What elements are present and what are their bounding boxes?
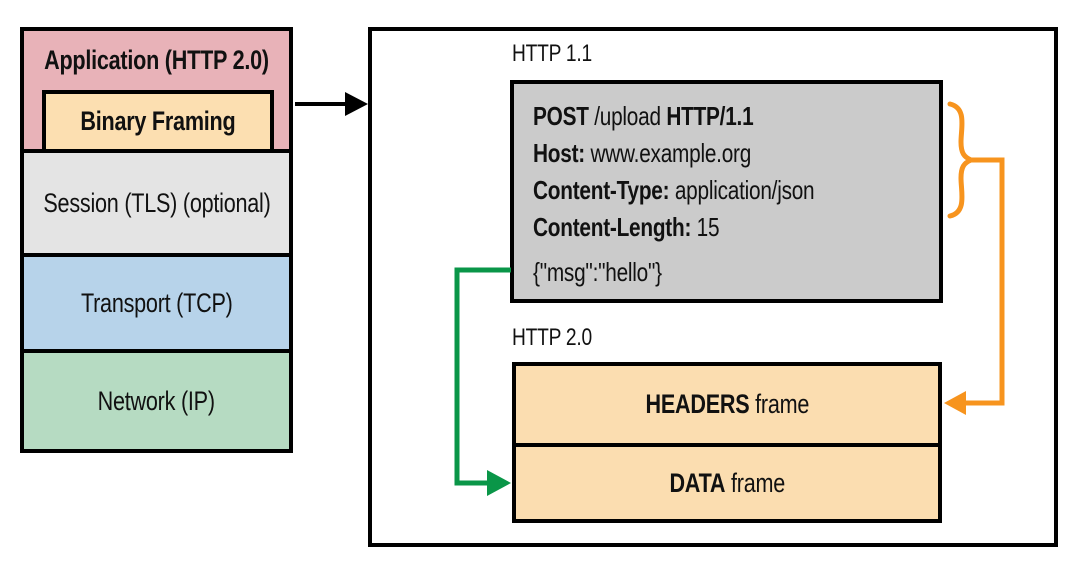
host-key: Host: [533,138,585,168]
binary-framing-label: Binary Framing [80,106,236,136]
host-value: www.example.org [584,138,752,168]
request-method: POST [533,101,589,131]
content-length-key: Content-Length: [533,212,692,242]
request-line-method: POST /upload HTTP/1.1 [533,98,939,135]
request-body: {"msg":"hello"} [533,254,939,291]
layer-transport-label: Transport (TCP) [80,287,233,318]
data-frame-label-bold: DATA [669,467,726,498]
layer-network: Network (IP) [20,349,293,453]
content-type-value: application/json [669,175,815,205]
request-line-host: Host: www.example.org [533,135,939,172]
layer-session: Session (TLS) (optional) [20,149,293,257]
http11-label: HTTP 1.1 [512,40,592,67]
layer-session-label: Session (TLS) (optional) [42,187,271,218]
layer-transport: Transport (TCP) [20,253,293,353]
binary-framing-box: Binary Framing [42,90,274,153]
request-box: POST /upload HTTP/1.1 Host: www.example.… [510,80,943,303]
layer-network-label: Network (IP) [97,385,216,416]
http11-label-wrap: HTTP 1.1 [512,40,612,68]
data-frame-label: DATA frame [669,468,785,499]
layer-application-label-row: Application (HTTP 2.0) [24,31,289,90]
layer-application-label: Application (HTTP 2.0) [44,45,269,75]
layer-application: Application (HTTP 2.0) Binary Framing [20,27,293,153]
content-type-key: Content-Type: [533,175,670,205]
request-line-content-type: Content-Type: application/json [533,172,939,209]
data-frame-box: DATA frame [512,443,942,523]
stack-to-panel-arrowhead [345,92,368,116]
request-body-text: {"msg":"hello"} [533,257,662,287]
headers-frame-label-rest: frame [749,389,809,419]
request-path: /upload [588,101,667,131]
request-version: HTTP/1.1 [666,101,754,131]
content-length-value: 15 [691,212,720,242]
http20-label: HTTP 2.0 [512,324,592,351]
http20-label-wrap: HTTP 2.0 [512,324,612,352]
headers-frame-label-bold: HEADERS [645,389,750,419]
headers-frame-box: HEADERS frame [512,362,942,447]
headers-frame-label: HEADERS frame [645,389,809,420]
data-frame-label-rest: frame [725,467,785,498]
request-line-content-length: Content-Length: 15 [533,209,939,246]
